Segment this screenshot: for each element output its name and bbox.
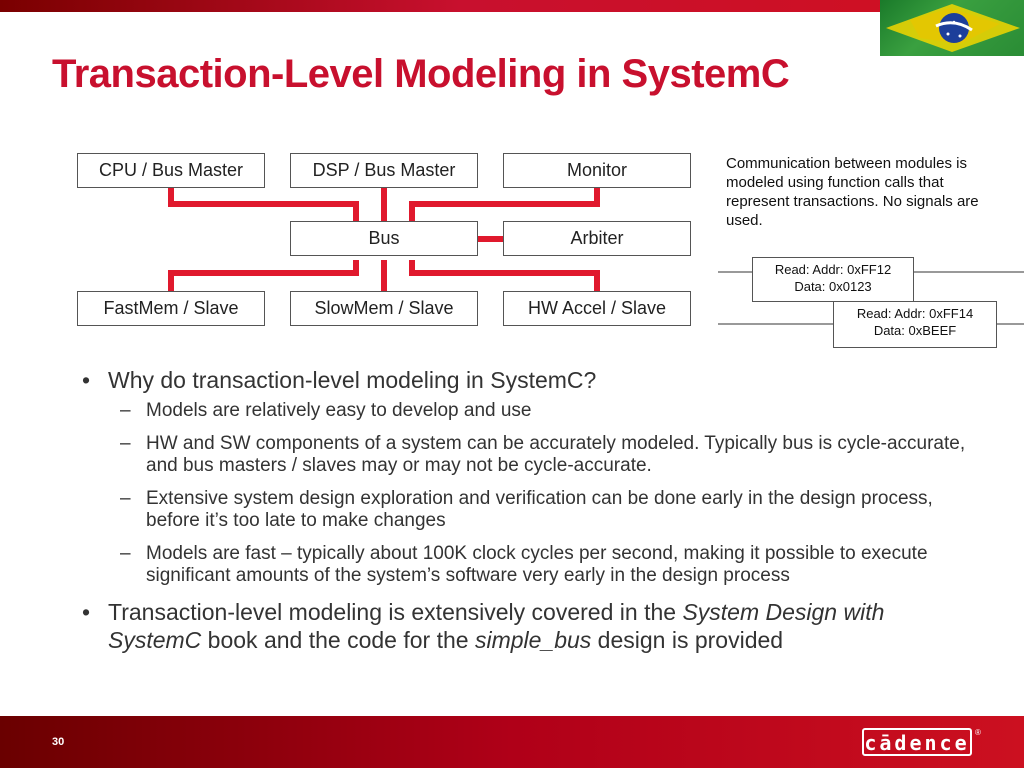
sub-bullet-dash: – [120,543,131,564]
registered-mark: ® [975,728,981,737]
top-banner [0,0,1024,12]
sub-bullet-item: – Extensive system design exploration an… [82,488,972,532]
slowmem-slave-box: SlowMem / Slave [290,291,478,326]
arbiter-box: Arbiter [503,221,691,256]
bus-box: Bus [290,221,478,256]
bullet-text-part: Transaction-level modeling is extensivel… [108,599,683,625]
slide-title: Transaction-Level Modeling in SystemC [52,52,790,96]
page-number: 30 [52,736,65,748]
transaction-1-data: Data: 0x0123 [794,279,872,294]
sub-bullet-dash: – [120,433,131,454]
sub-bullet-text: HW and SW components of a system can be … [146,433,966,476]
transaction-2-data: Data: 0xBEEF [873,323,957,338]
monitor-box: Monitor [503,153,691,188]
sub-bullet-text: Extensive system design exploration and … [146,488,933,531]
bullet-dot: • [82,599,91,625]
cadence-logo: cādence [862,728,972,756]
bullet-text-part: book and the code for the [201,627,475,653]
transaction-box-2: Read: Addr: 0xFF14 Data: 0xBEEF [833,301,997,348]
brazil-flag-image [880,0,1024,56]
bus-diagram: CPU / Bus Master DSP / Bus Master Monito… [0,140,1024,350]
dsp-bus-master-box: DSP / Bus Master [290,153,478,188]
footer-bar: 30 cādence ® [0,716,1024,768]
bullet-item-1: • Why do transaction-level modeling in S… [82,366,972,394]
bullet-list: • Why do transaction-level modeling in S… [82,366,972,660]
transaction-box-1: Read: Addr: 0xFF12 Data: 0x0123 [752,257,914,302]
sub-bullet-text: Models are fast – typically about 100K c… [146,543,928,586]
cpu-bus-master-box: CPU / Bus Master [77,153,265,188]
sub-bullet-dash: – [120,400,131,421]
sub-bullet-item: – HW and SW components of a system can b… [82,433,972,477]
sub-bullet-dash: – [120,488,131,509]
sub-bullet-text: Models are relatively easy to develop an… [146,400,532,421]
bullet-text-part: design is provided [591,627,784,653]
transaction-1-addr: Read: Addr: 0xFF12 [774,262,892,277]
design-name: simple_bus [474,627,592,653]
hw-accel-slave-box: HW Accel / Slave [503,291,691,326]
bullet-item-2: • Transaction-level modeling is extensiv… [82,598,972,654]
bullet-dot: • [82,367,91,393]
sub-bullet-item: – Models are fast – typically about 100K… [82,543,972,587]
diagram-note: Communication between modules is modeled… [726,155,979,229]
transaction-2-addr: Read: Addr: 0xFF14 [856,306,974,321]
bullet-text: Why do transaction-level modeling in Sys… [108,367,597,393]
fastmem-slave-box: FastMem / Slave [77,291,265,326]
book-title: System Design with SystemC [108,599,885,653]
sub-bullet-item: – Models are relatively easy to develop … [82,400,972,422]
connector-lines [168,188,1024,325]
